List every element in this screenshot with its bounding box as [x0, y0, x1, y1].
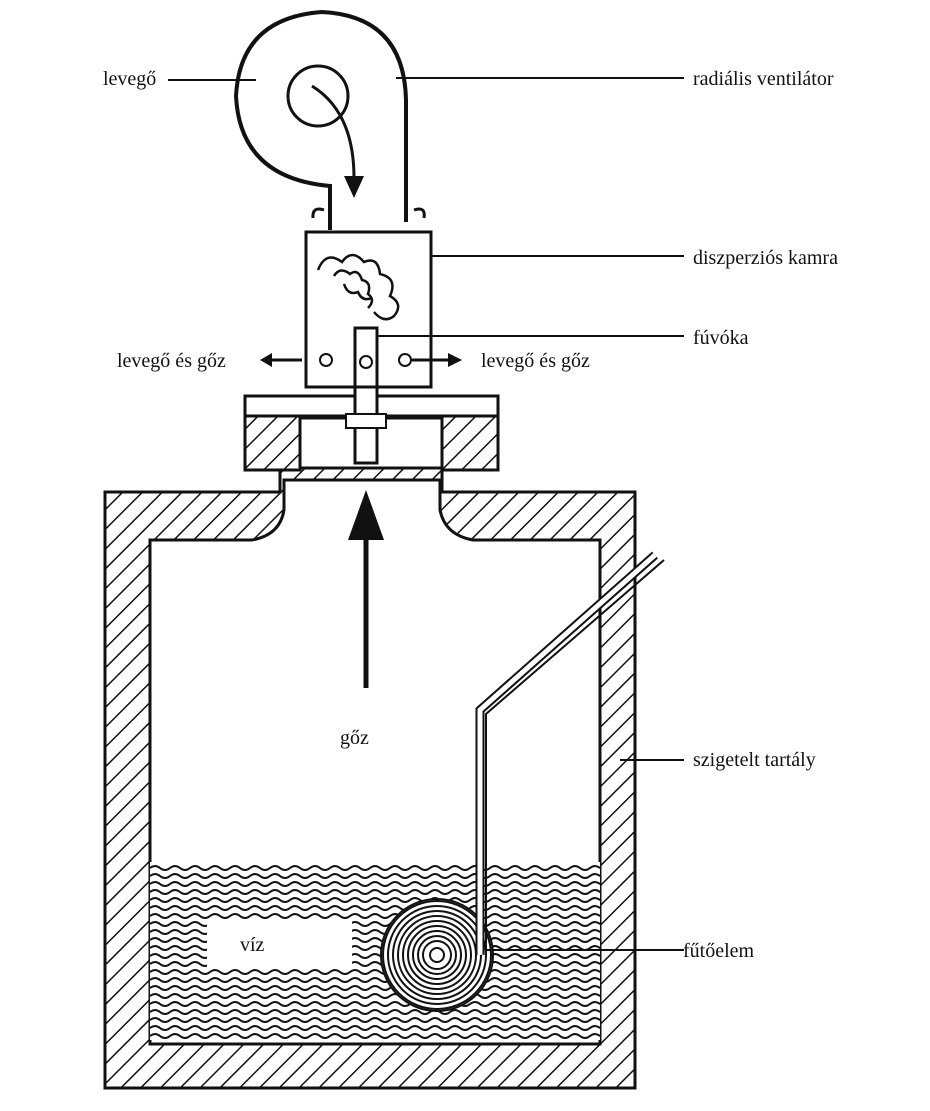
outlet-arrow-left — [260, 353, 302, 367]
heater-element — [380, 551, 665, 1012]
turbulence-swirl — [316, 253, 400, 321]
outlet-arrow-right — [412, 353, 462, 367]
heater-label: fűtőelem — [683, 940, 755, 962]
water-label: víz — [240, 934, 265, 956]
air-in-label: levegő — [103, 68, 156, 90]
fan-label: radiális ventilátor — [693, 68, 834, 90]
outlet-hole-right — [398, 353, 412, 367]
outlet-hole-center — [359, 355, 373, 369]
outlet-right-label: levegő és gőz — [481, 350, 590, 372]
tank-wall — [103, 466, 637, 1090]
radial-fan-housing — [233, 9, 408, 230]
water-label-box — [207, 920, 352, 968]
tank-label: szigetelt tartály — [693, 749, 816, 771]
steam-label: gőz — [340, 727, 369, 749]
leader-lines — [168, 77, 684, 951]
nozzle-label: fúvóka — [693, 327, 749, 349]
airflow-arrow — [311, 84, 356, 179]
outlet-hole-left — [319, 353, 333, 367]
nozzle-collar — [345, 413, 387, 429]
outlet-left-label: levegő és gőz — [117, 350, 226, 372]
chamber-label: diszperziós kamra — [693, 247, 838, 269]
fan-rotor — [286, 64, 350, 128]
steam-arrow — [348, 490, 384, 688]
